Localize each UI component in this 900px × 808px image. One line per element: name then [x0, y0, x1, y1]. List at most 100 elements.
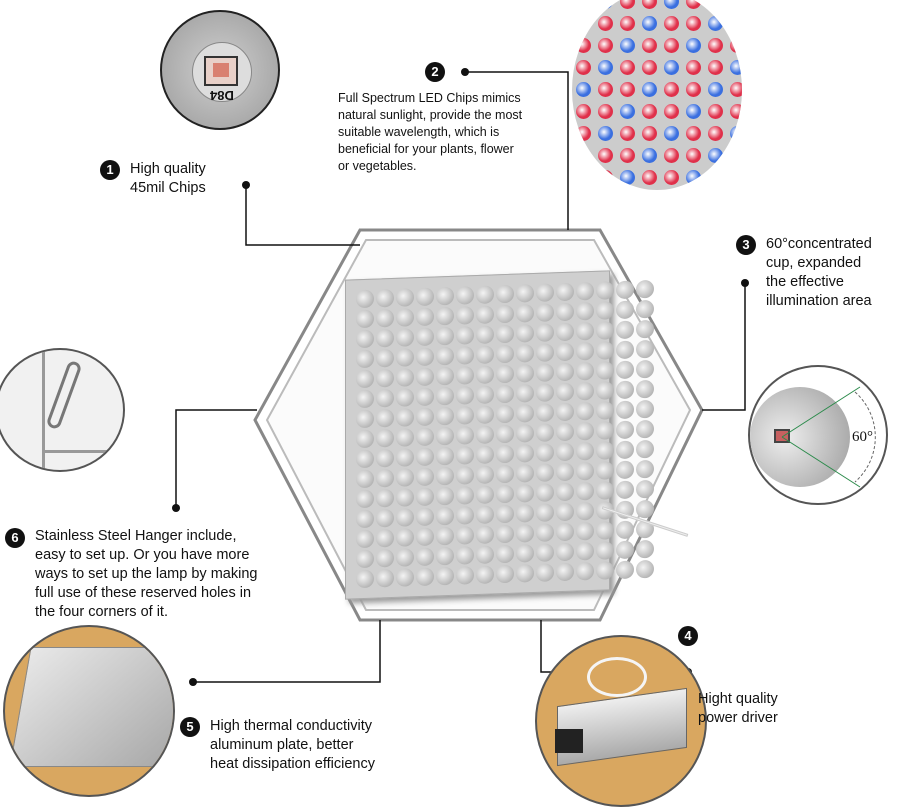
led-cup — [576, 321, 594, 341]
led-dot — [620, 170, 635, 185]
text-line: cup, expanded — [766, 255, 862, 271]
led-cup — [516, 384, 534, 403]
led-cup — [436, 526, 454, 546]
led-cup — [496, 564, 514, 584]
text-line: Full Spectrum LED Chips mimics — [338, 91, 521, 105]
angle-label: 60° — [852, 429, 873, 445]
hanger-closeup — [0, 348, 125, 472]
led-dot — [620, 0, 635, 9]
led-dot — [598, 104, 613, 119]
text-line: 60°concentrated — [766, 236, 872, 252]
led-dot — [730, 82, 742, 97]
led-cup — [556, 462, 574, 482]
led-cup — [396, 388, 414, 407]
led-dot — [686, 148, 701, 163]
feature-badge-1: 1 — [100, 160, 120, 180]
led-cup — [576, 441, 594, 461]
led-dot — [620, 82, 635, 97]
led-cup — [356, 369, 374, 389]
led-cup — [376, 568, 394, 588]
led-cup — [516, 364, 534, 383]
led-cup — [356, 389, 374, 409]
led-cup — [516, 284, 534, 303]
led-dot — [708, 126, 723, 141]
led-dot — [730, 170, 742, 185]
led-dot — [576, 104, 591, 119]
led-dot — [598, 126, 613, 141]
driver-box — [557, 687, 687, 767]
led-cup — [416, 387, 434, 407]
led-cup — [556, 302, 574, 322]
led-cup — [576, 521, 594, 541]
led-dot — [664, 148, 679, 163]
led-cup — [556, 382, 574, 402]
led-cup — [356, 349, 374, 369]
led-dot — [598, 82, 613, 97]
text-line: Hight quality — [698, 691, 778, 707]
led-cup — [556, 522, 574, 542]
led-dot — [576, 126, 591, 141]
led-cup — [356, 309, 374, 329]
led-cup — [376, 428, 394, 448]
led-cup — [536, 523, 554, 542]
led-cup — [496, 364, 514, 384]
text-line: High thermal conductivity — [210, 718, 372, 734]
led-cup — [436, 386, 454, 406]
led-dot — [642, 82, 657, 97]
feature-badge-2: 2 — [425, 62, 445, 82]
led-dot — [642, 148, 657, 163]
led-dot — [620, 60, 635, 75]
text-line: ways to set up the lamp by making — [35, 566, 258, 582]
text-line: the effective — [766, 274, 844, 290]
led-dot — [686, 104, 701, 119]
led-cup — [416, 327, 434, 347]
led-cup — [516, 484, 534, 503]
led-dot — [730, 0, 742, 9]
led-dot — [708, 148, 723, 163]
led-cup — [436, 466, 454, 486]
led-cup — [576, 481, 594, 501]
led-grid — [356, 279, 654, 589]
led-cup — [536, 423, 554, 442]
led-dot — [642, 0, 657, 9]
led-dot — [664, 60, 679, 75]
led-cup — [536, 443, 554, 462]
led-cup — [556, 362, 574, 382]
led-cup — [376, 328, 394, 348]
led-dot — [730, 38, 742, 53]
led-cup — [516, 544, 534, 563]
text-line: or vegetables. — [338, 159, 417, 173]
led-cup — [396, 508, 414, 527]
led-cup — [416, 347, 434, 367]
led-cup — [436, 566, 454, 586]
led-cup — [536, 483, 554, 502]
led-cup — [456, 326, 474, 345]
led-cup — [436, 306, 454, 326]
led-cup — [436, 286, 454, 306]
text-line: illumination area — [766, 293, 872, 309]
led-cup — [536, 323, 554, 342]
led-cup — [516, 404, 534, 423]
led-cup — [576, 401, 594, 421]
led-cup — [396, 288, 414, 307]
led-dot — [686, 126, 701, 141]
led-cup — [496, 484, 514, 504]
led-cup — [436, 426, 454, 446]
led-cup — [456, 286, 474, 305]
text-line: power driver — [698, 710, 778, 726]
led-cup — [576, 561, 594, 581]
text-line: High quality — [130, 161, 206, 177]
led-cup — [356, 289, 374, 309]
led-cup — [396, 368, 414, 387]
led-cup — [536, 343, 554, 362]
led-dot — [708, 104, 723, 119]
led-cup — [356, 329, 374, 349]
led-cup — [396, 448, 414, 467]
led-cup — [376, 548, 394, 568]
text-line: easy to set up. Or you have more — [35, 547, 250, 563]
led-cup — [376, 508, 394, 528]
led-cup — [496, 504, 514, 524]
led-cup — [576, 381, 594, 401]
led-cup — [556, 542, 574, 562]
led-cup — [496, 524, 514, 544]
